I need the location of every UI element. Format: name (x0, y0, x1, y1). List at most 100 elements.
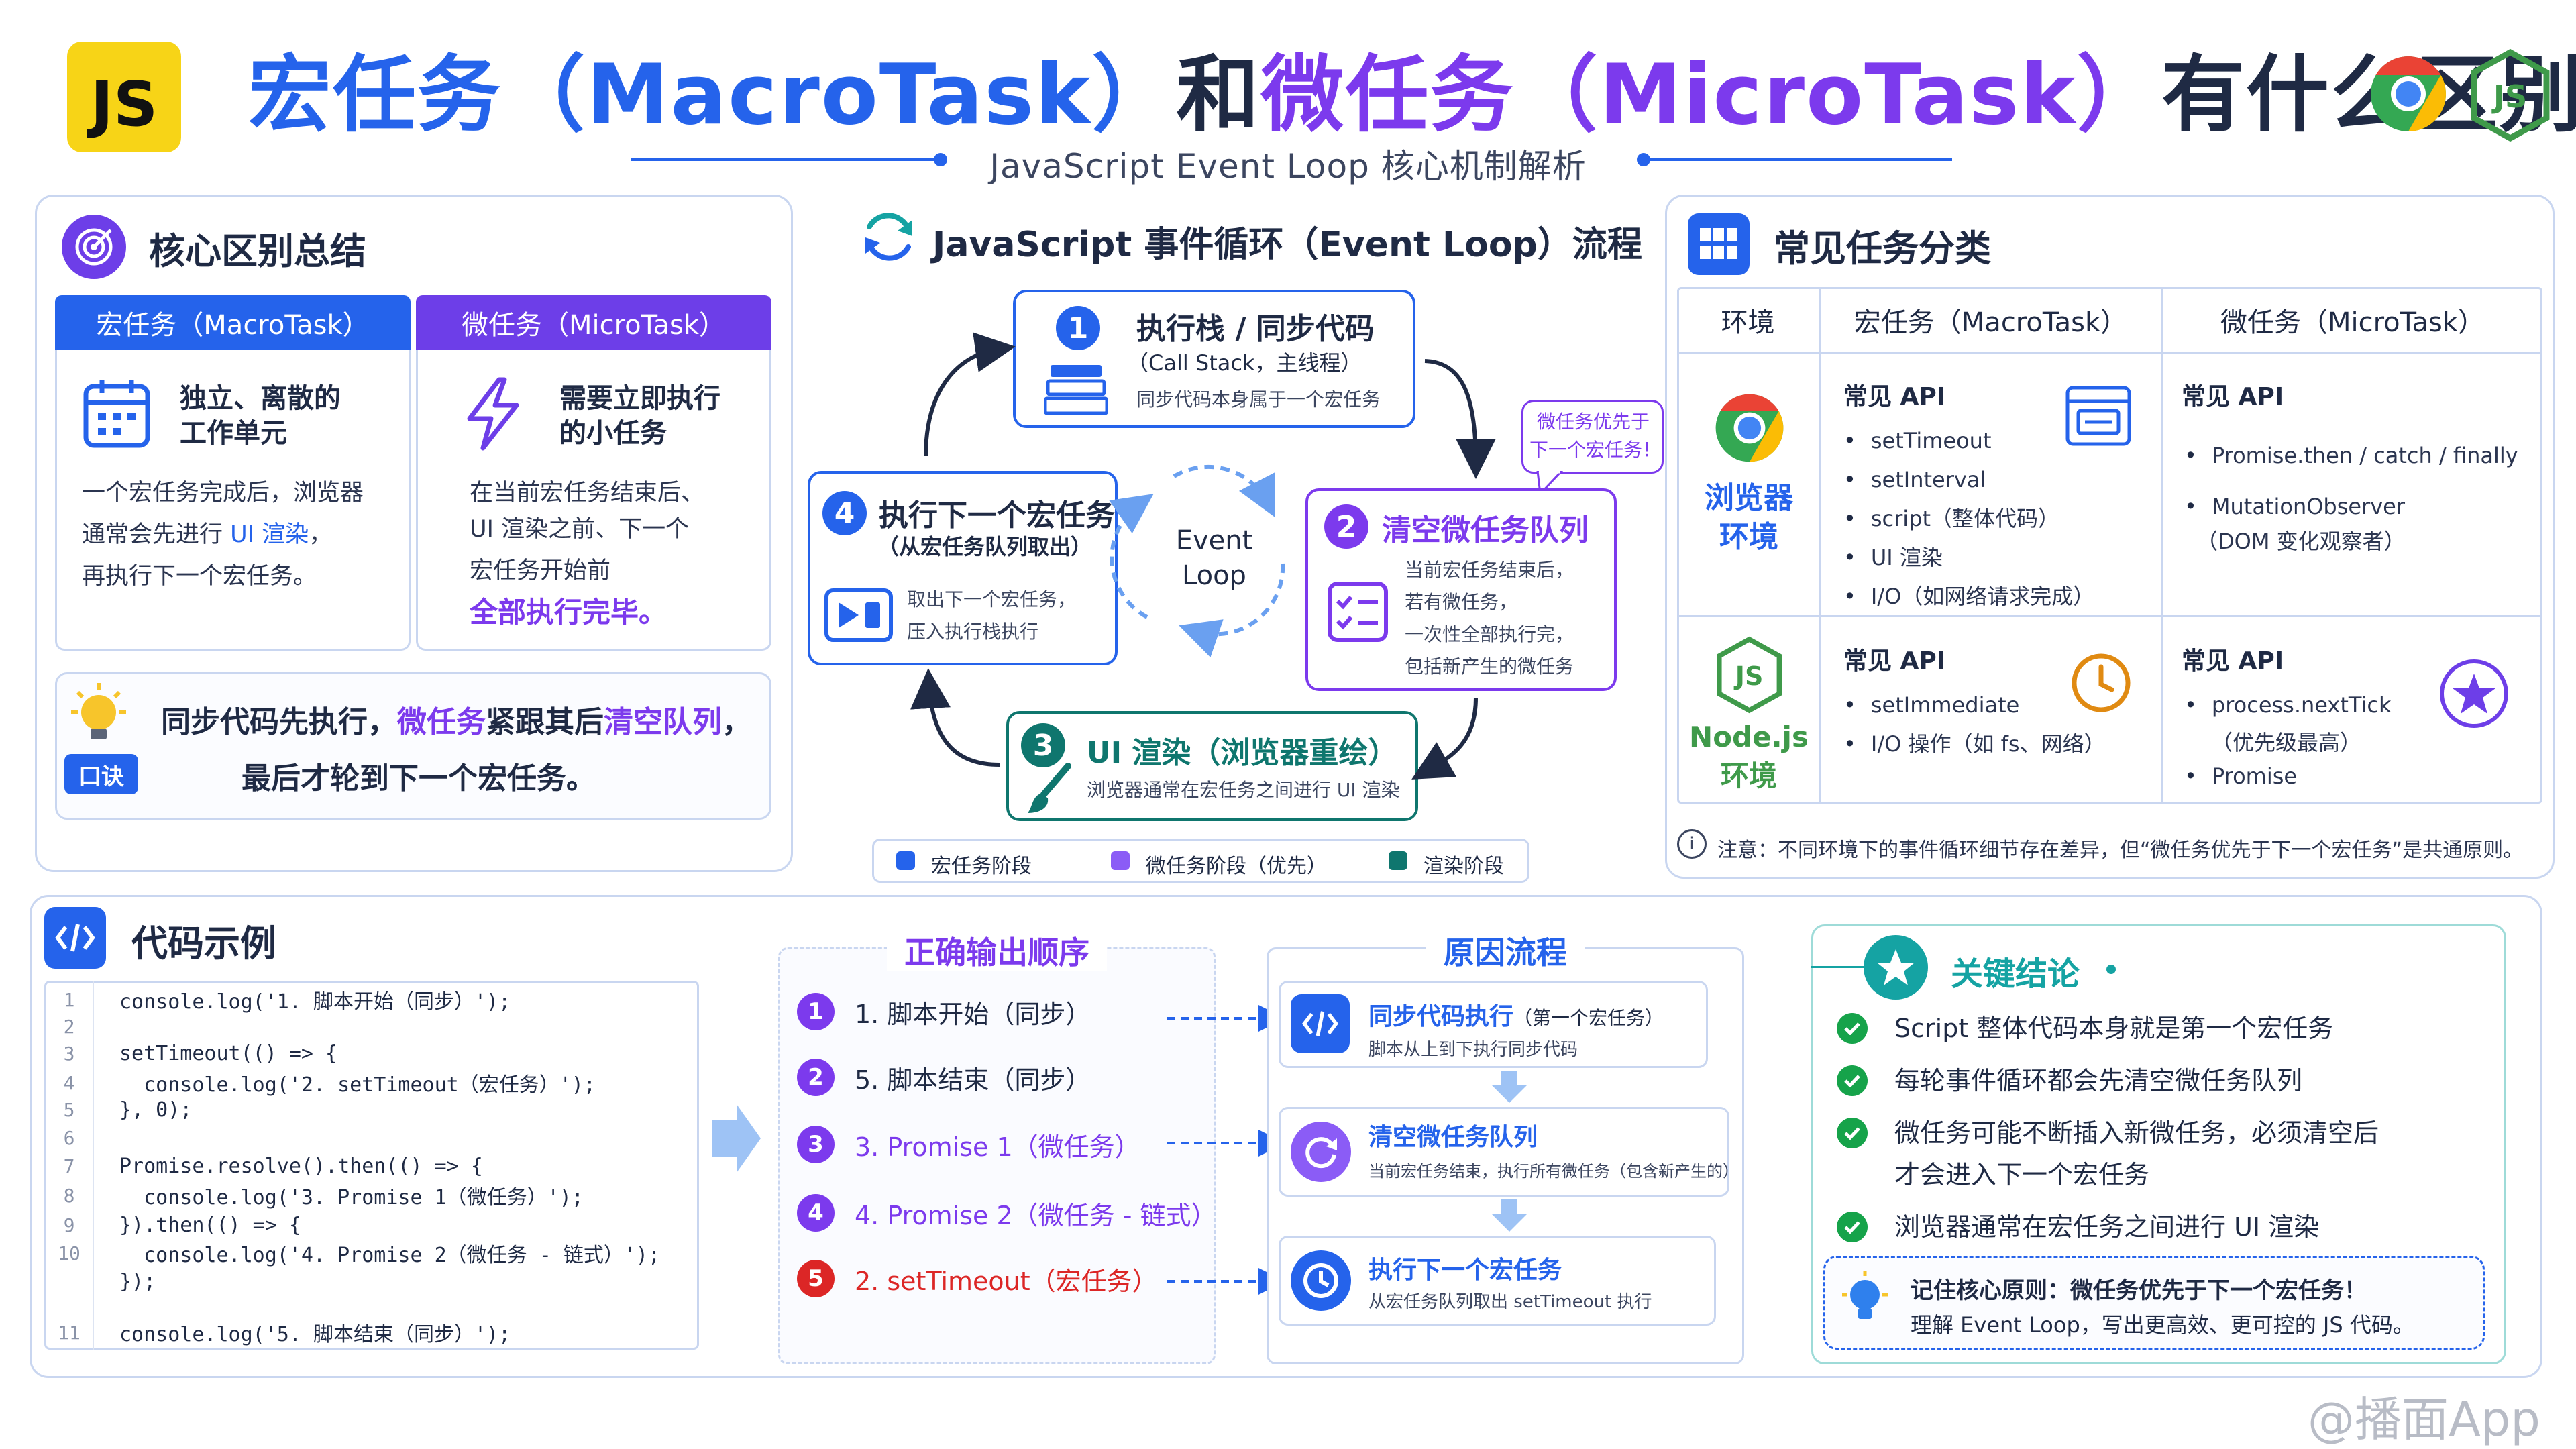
refresh-icon (865, 213, 912, 261)
code-icon (44, 907, 106, 969)
env-node-cell (1677, 617, 1821, 804)
env-browser-cell (1677, 354, 1821, 617)
nodejs-icon: JS (2471, 48, 2550, 142)
reason-s3-sub: 从宏任务队列取出 setTimeout 执行 (1368, 1292, 1652, 1312)
legend-macro-swatch (896, 851, 915, 870)
code-title: 代码示例 (131, 922, 276, 965)
chrome-browser-icon (1715, 394, 1784, 462)
list-item: Promise.then / catch / finally (2184, 436, 2518, 475)
micro-desc-2: UI 渲染之前、下一个 (470, 516, 690, 543)
code-block (44, 981, 699, 1350)
subtitle-line-right (1644, 158, 1952, 161)
categories-note: 注意：不同环境下的事件循环细节存在差异，但“微任务优先于下一个宏任务”是共通原则… (1717, 839, 2524, 862)
priority-bubble (1521, 400, 1664, 474)
page-subtitle: JavaScript Event Loop 核心机制解析 (989, 147, 1587, 186)
check-icon (1837, 1212, 1868, 1242)
col-microtask: 微任务（MicroTask） (2163, 287, 2542, 354)
order-title: 正确输出顺序 (887, 934, 1107, 971)
code-text: console.log('4. Promise 2（微任务 - 链式）'); (119, 1244, 661, 1267)
watermark: @播面App (2308, 1392, 2540, 1447)
line-number: 9 (63, 1214, 75, 1236)
code-text: }); (119, 1269, 156, 1293)
reason-s2-sub: 当前宏任务结束，执行所有微任务（包含新产生的） (1368, 1162, 1739, 1181)
code-line: 10 console.log('4. Promise 2（微任务 - 链式）')… (44, 1240, 661, 1268)
macrotask-card (55, 350, 411, 651)
order-text: 4. Promise 2（微任务 - 链式） (855, 1200, 1217, 1230)
list-item: UI 渲染 (1843, 538, 2094, 577)
step2-desc: 当前宏任务结束后，若有微任务，一次性全部执行完，包括新产生的微任务 (1405, 559, 1574, 678)
browser-micro-head: 常见 API (2182, 383, 2284, 411)
code-text: }, 0); (119, 1097, 193, 1122)
nodejs-env-icon: JS (1717, 636, 1782, 714)
step2-number: 2 (1324, 504, 1368, 549)
line-number: 2 (63, 1015, 75, 1038)
play-queue-icon (824, 588, 893, 642)
node-macro-cell (1821, 617, 2163, 804)
order-number: 3 (797, 1126, 835, 1163)
macro-desc-1: 一个宏任务完成后，浏览器 (82, 480, 364, 506)
info-icon: i (1677, 829, 1707, 859)
line-number: 1 (63, 988, 75, 1011)
node-micro-head: 常见 API (2182, 647, 2284, 675)
page-title: 宏任务（MacroTask）和微任务（MicroTask）有什么区别? (248, 47, 2576, 144)
list-item: setImmediate (1843, 686, 2106, 724)
micro-desc-1: 在当前宏任务结束后、 (470, 480, 705, 506)
browser-macro-cell (1821, 354, 2163, 617)
code-text: console.log('1. 脚本开始（同步）'); (119, 990, 511, 1014)
line-number: 6 (63, 1126, 75, 1149)
list-item: MutationObserver (2184, 487, 2518, 526)
tip-box (55, 672, 771, 820)
line-number: 10 (58, 1242, 80, 1265)
legend-render-swatch (1389, 851, 1407, 870)
list-item: setTimeout (1843, 421, 2094, 460)
list-item: setInterval (1843, 460, 2094, 499)
browser-micro-list: Promise.then / catch / finally MutationO… (2184, 436, 2518, 526)
list-item: I/O 操作（如 fs、网络） (1843, 724, 2106, 763)
reason-s2-head: 清空微任务队列 (1368, 1124, 1538, 1151)
code-line: 1 console.log('1. 脚本开始（同步）'); (44, 986, 511, 1014)
code-text: setTimeout(() => { (119, 1041, 338, 1065)
step3-number: 3 (1021, 723, 1065, 767)
conclusion-item: Script 整体代码本身就是第一个宏任务 (1837, 1008, 2494, 1049)
node-micro-note: （优先级最高） (2211, 730, 2362, 755)
code-line: 4 console.log('2. setTimeout（宏任务）'); (44, 1069, 596, 1097)
down-arrow-icon (1492, 1199, 1527, 1232)
tip-line-1: 同步代码先执行，微任务紧跟其后清空队列， (161, 705, 751, 739)
micro-desc-3: 宏任务开始前 (470, 557, 611, 584)
star-badge-icon (2440, 659, 2508, 728)
reason-s1-sub: 脚本从上到下执行同步代码 (1368, 1040, 1578, 1060)
code-text: console.log('3. Promise 1（微任务）'); (119, 1186, 584, 1210)
memo-lightbulb-icon (1842, 1271, 1888, 1319)
svg-text:JS: JS (1733, 661, 1764, 691)
conclusion-item: 每轮事件循环都会先清空微任务队列 (1837, 1060, 2494, 1102)
lightning-icon (467, 377, 519, 451)
right-arrow-icon (712, 1104, 761, 1173)
reason-title-wrap: 原因流程 (1267, 928, 1744, 973)
step3-note: 浏览器通常在宏任务之间进行 UI 渲染 (1087, 779, 1400, 801)
line-number: 3 (63, 1042, 75, 1065)
list-item: Promise (2184, 757, 2297, 796)
step4-desc: 取出下一个宏任务，压入执行栈执行 (907, 588, 1077, 643)
legend-micro: 微任务阶段（优先） (1146, 855, 1327, 878)
reason-microtask (1279, 1107, 1729, 1197)
col-macrotask: 宏任务（MacroTask） (1821, 287, 2163, 354)
title-dot (2106, 965, 2116, 974)
conclusion-rule (1811, 966, 1865, 968)
line-number: 11 (58, 1321, 80, 1344)
legend-render: 渲染阶段 (1424, 855, 1504, 878)
list-item: script（整体代码） (1843, 499, 2094, 538)
conclusion-title: 关键结论 (1951, 955, 2080, 993)
step-ui-render (1006, 711, 1418, 821)
node-micro-list-1: process.nextTick (2184, 686, 2392, 724)
reason-clock-icon (1291, 1250, 1351, 1311)
memo-line-2: 理解 Event Loop，写出更高效、更可控的 JS 代码。 (1911, 1312, 2414, 1338)
grid-icon (1688, 213, 1750, 275)
code-line: 5}, 0); (44, 1096, 193, 1123)
list-item: process.nextTick (2184, 686, 2392, 724)
micro-head-2: 的小任务 (559, 418, 667, 449)
microtask-card (416, 350, 771, 651)
tab-macrotask: 宏任务（MacroTask） (55, 295, 411, 350)
order-number: 5 (797, 1260, 835, 1297)
line-number: 8 (63, 1184, 75, 1207)
